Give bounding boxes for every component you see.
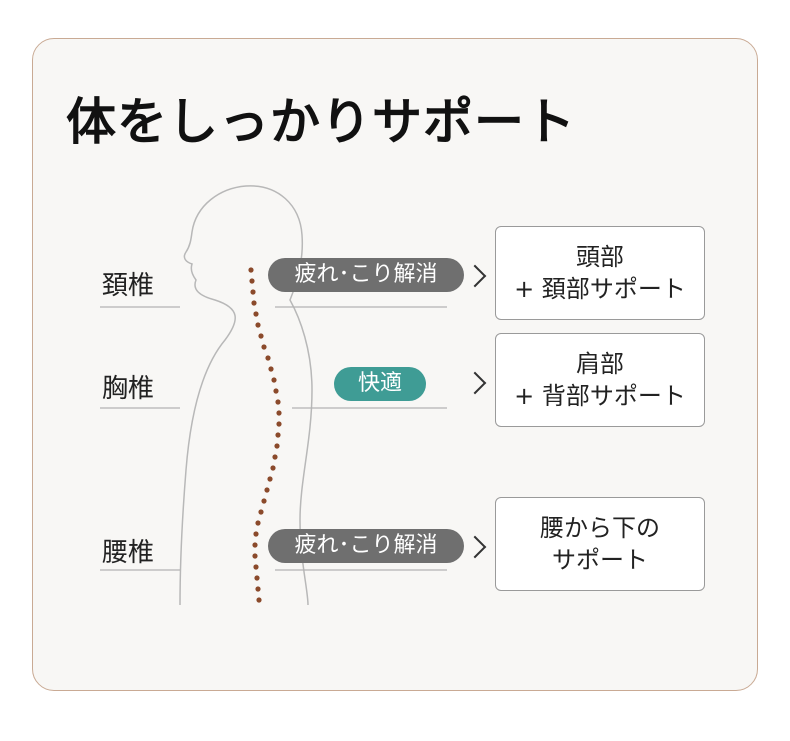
benefit-line: 肩部	[576, 349, 624, 378]
vertebra-label-cervical: 頚椎	[102, 271, 155, 301]
vertebra-label-lumbar: 腰椎	[102, 538, 155, 568]
benefit-line: + 背部サポート	[514, 382, 686, 410]
benefit-box-head-neck: 頭部 + 頚部サポート	[495, 226, 705, 320]
spine-dots-icon	[248, 267, 282, 603]
benefit-box-lower-body: 腰から下の サポート	[495, 497, 705, 591]
badge-comfort: 快適	[334, 367, 426, 401]
benefit-line: 腰から下の	[540, 513, 660, 542]
divider-lines	[100, 306, 447, 571]
vertebra-label-thoracic: 胸椎	[102, 374, 155, 404]
page-title: 体をしっかりサポート	[66, 93, 576, 151]
benefit-box-shoulder-back: 肩部 + 背部サポート	[495, 333, 705, 427]
benefit-line: + 頚部サポート	[514, 275, 686, 303]
badge-fatigue-relief: 疲れ･こり解消	[268, 529, 464, 563]
benefit-line: 頭部	[576, 242, 624, 271]
badge-fatigue-relief: 疲れ･こり解消	[268, 258, 464, 292]
silhouette-outline	[179, 185, 313, 606]
benefit-line: サポート	[552, 546, 648, 574]
